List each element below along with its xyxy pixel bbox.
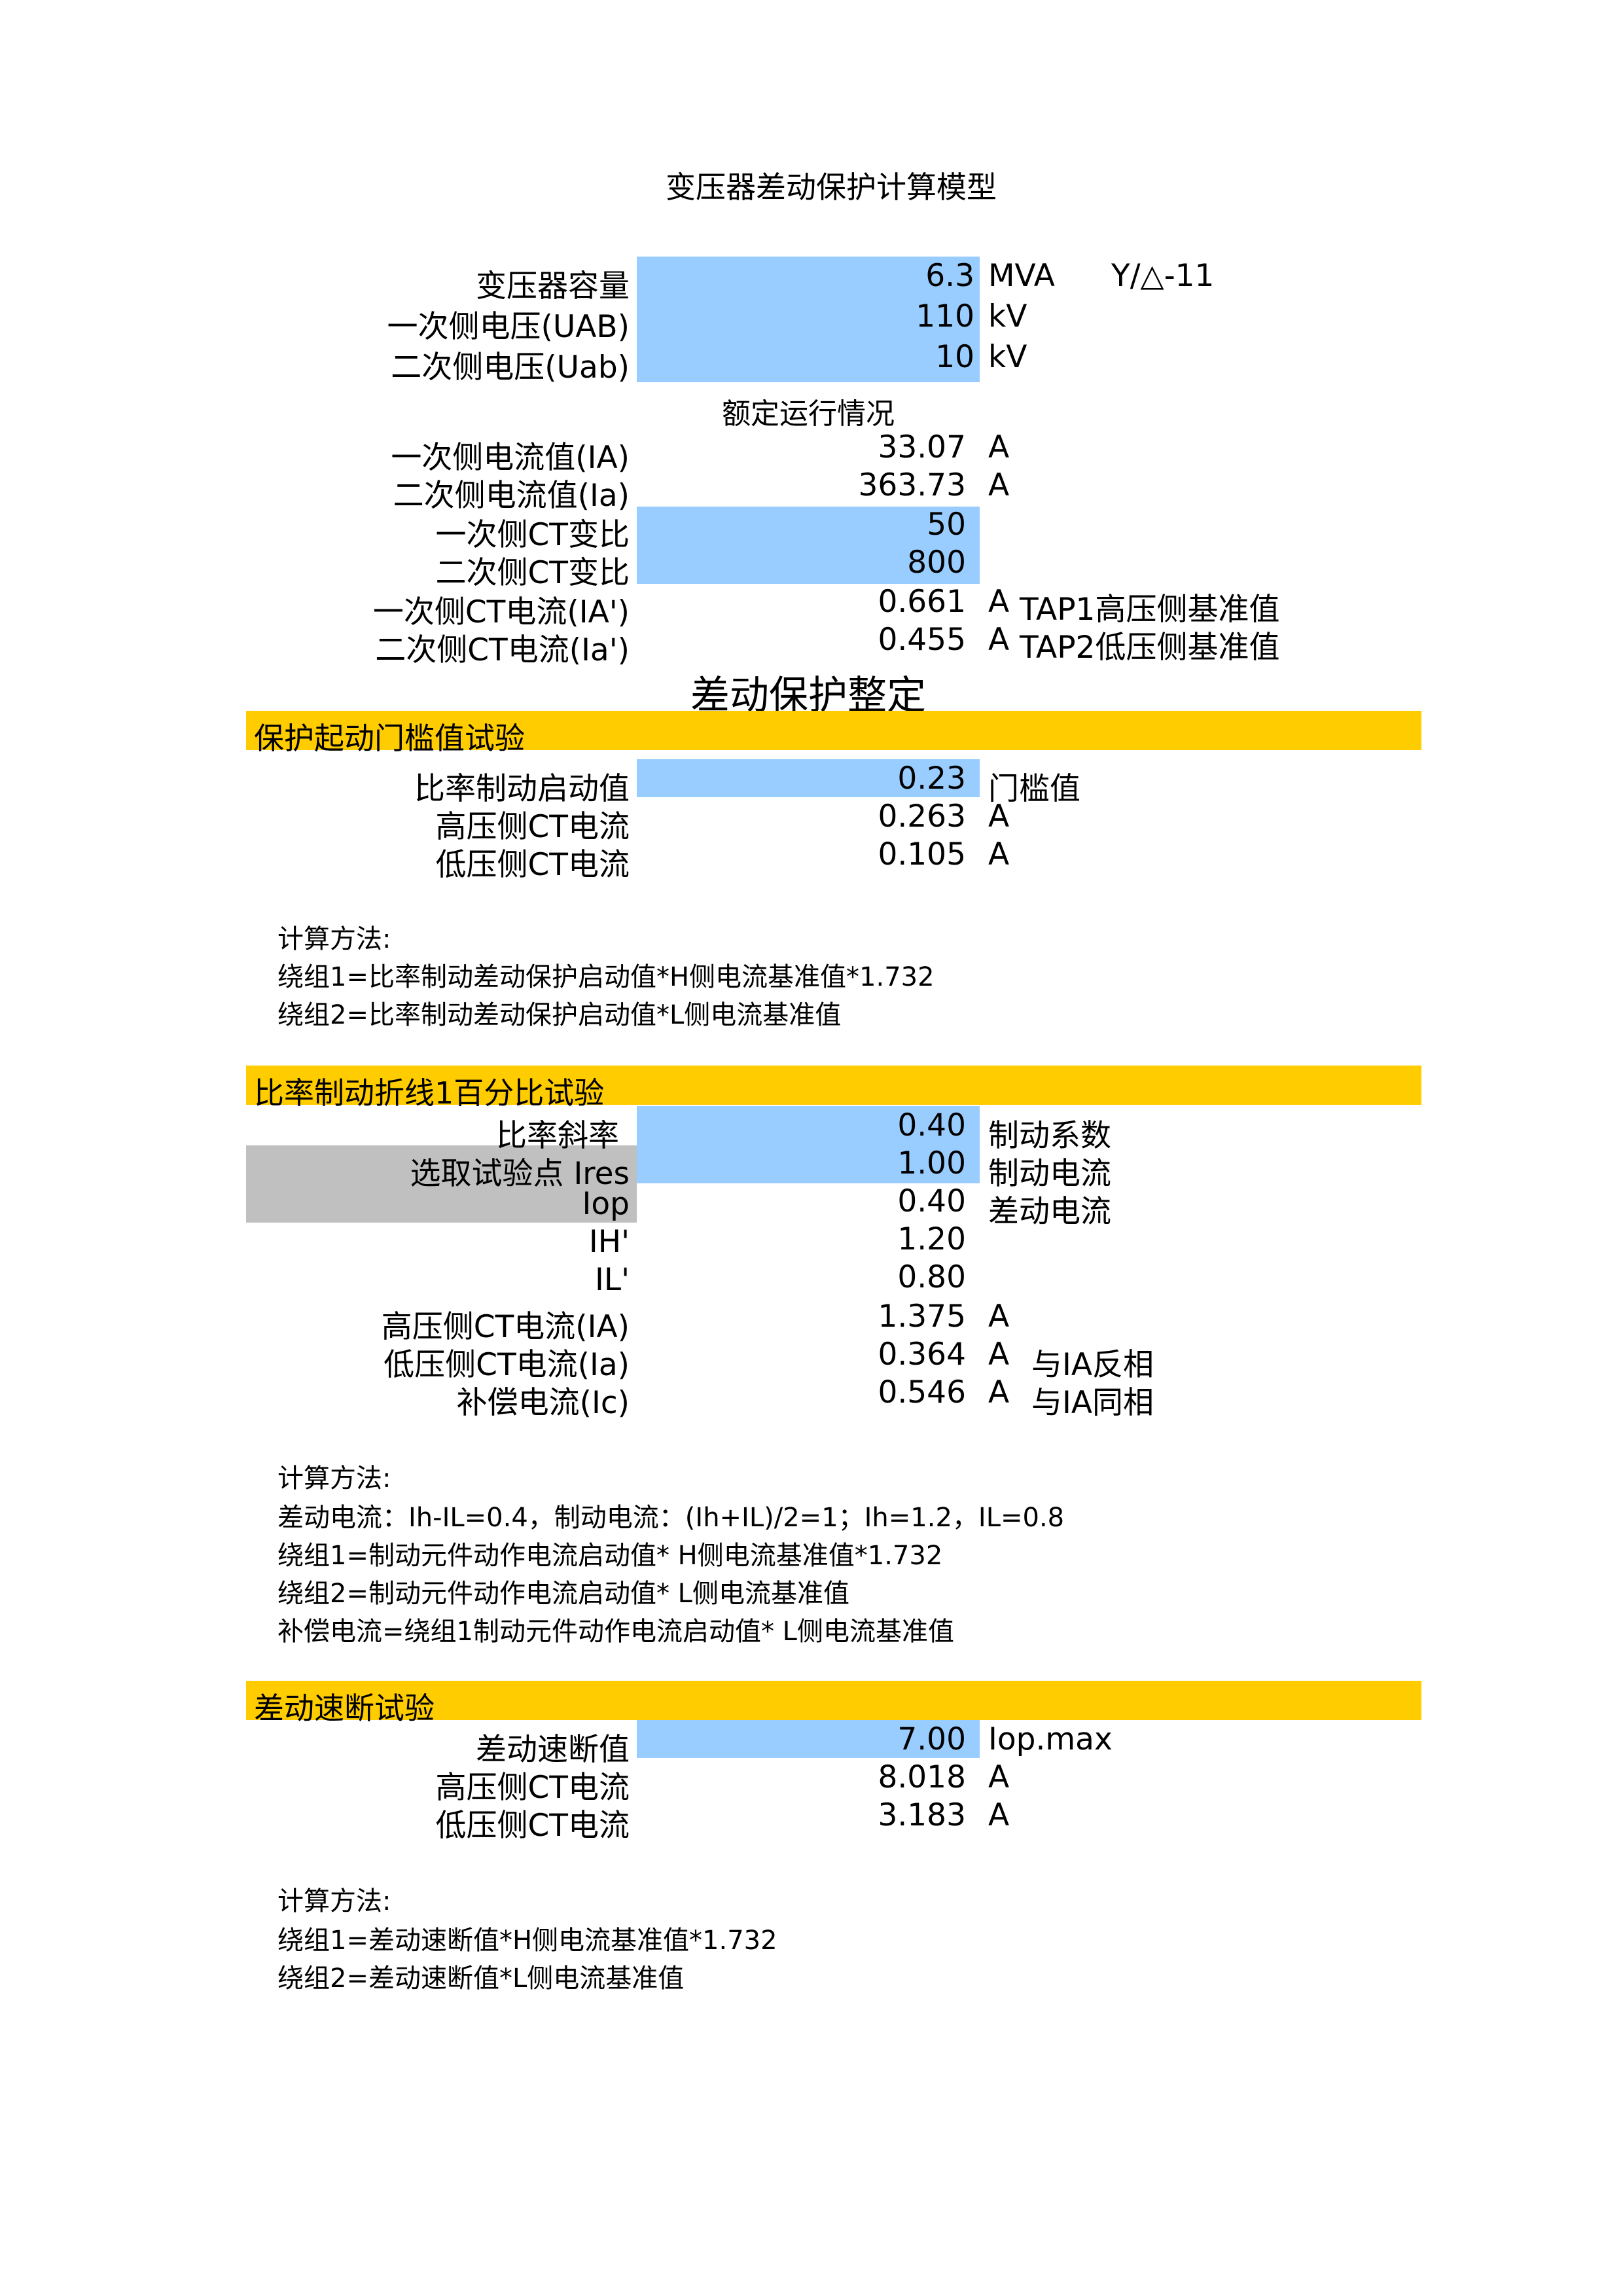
cti1-note: TAP1高压侧基准值 <box>1020 592 1280 628</box>
s2-hv-unit: A <box>988 1299 1010 1335</box>
iop-value: 0.40 <box>897 1183 966 1219</box>
ia2-label: 二次侧电流值(Ia) <box>393 478 630 514</box>
capacity-unit: MVA <box>988 258 1055 294</box>
s2-lv-unit: A <box>988 1336 1010 1372</box>
s2-lv-note: 与IA反相 <box>1031 1347 1154 1383</box>
ia-label: 一次侧电流值(IA) <box>391 440 630 476</box>
s1-hv-label: 高压侧CT电流 <box>435 809 630 845</box>
s3-hv-unit: A <box>988 1759 1010 1795</box>
iop-note: 差动电流 <box>988 1194 1111 1230</box>
quick-label: 差动速断值 <box>476 1732 630 1768</box>
ic-label: 补偿电流(Ic) <box>456 1385 630 1421</box>
ic-note: 与IA同相 <box>1031 1385 1154 1421</box>
s2-hv-value: 1.375 <box>878 1299 966 1335</box>
s1-method-heading: 计算方法: <box>277 924 391 954</box>
connection-group: Y/△-11 <box>1111 258 1215 294</box>
s3-method-heading: 计算方法: <box>277 1886 391 1916</box>
s1-lv-label: 低压侧CT电流 <box>435 847 630 883</box>
s2-lv-label: 低压侧CT电流(Ia) <box>383 1347 630 1383</box>
test-point-selector-block <box>246 1145 637 1223</box>
ct2-value[interactable]: 800 <box>907 545 966 581</box>
rated-heading: 额定运行情况 <box>722 397 895 431</box>
ic-unit: A <box>988 1374 1010 1410</box>
ires-note: 制动电流 <box>988 1156 1111 1192</box>
s1-method-line: 绕组2=比率制动差动保护启动值*L侧电流基准值 <box>277 1000 842 1030</box>
capacity-value[interactable]: 6.3 <box>925 258 974 294</box>
cti2-label: 二次侧CT电流(Ia') <box>375 632 630 668</box>
uab-label: 一次侧电压(UAB) <box>387 309 630 345</box>
slope-note: 制动系数 <box>988 1118 1111 1154</box>
cti2-note: TAP2低压侧基准值 <box>1020 630 1280 666</box>
ires-label: 选取试验点 Ires <box>410 1156 630 1192</box>
il-value: 0.80 <box>897 1259 966 1295</box>
quick-note: Iop.max <box>988 1721 1113 1757</box>
slope-value[interactable]: 0.40 <box>897 1107 966 1143</box>
cti2-unit: A <box>988 622 1010 658</box>
section1-header: 保护起动门槛值试验 <box>246 711 1421 756</box>
uab2-label: 二次侧电压(Uab) <box>391 350 630 386</box>
ia2-value: 363.73 <box>858 467 966 503</box>
cti1-value: 0.661 <box>878 584 966 620</box>
start-note: 门槛值 <box>988 771 1080 807</box>
uab-unit: kV <box>988 298 1027 334</box>
slope-label: 比率斜率 <box>496 1118 619 1154</box>
ct2-label: 二次侧CT变比 <box>435 555 630 591</box>
cti1-label: 一次侧CT电流(IA') <box>372 594 630 630</box>
section2-title: 比率制动折线1百分比试验 <box>254 1075 605 1111</box>
s2-method-heading: 计算方法: <box>277 1463 391 1494</box>
s1-hv-unit: A <box>988 798 1010 834</box>
s2-method-line: 差动电流：Ih-IL=0.4，制动电流：(Ih+IL)/2=1；Ih=1.2，I… <box>277 1503 1065 1533</box>
ct1-value[interactable]: 50 <box>927 507 966 543</box>
start-label: 比率制动启动值 <box>414 771 630 807</box>
s3-method-line: 绕组2=差动速断值*L侧电流基准值 <box>277 1964 685 1994</box>
s1-hv-value: 0.263 <box>878 798 966 834</box>
s2-hv-label: 高压侧CT电流(IA) <box>381 1309 630 1345</box>
uab-value[interactable]: 110 <box>916 298 974 334</box>
uab2-value[interactable]: 10 <box>935 339 974 375</box>
ct-ratio-input-block <box>637 507 980 584</box>
il-label: IL' <box>595 1262 630 1298</box>
start-input-cell <box>637 759 980 797</box>
section3-title: 差动速断试验 <box>254 1691 435 1726</box>
ic-value: 0.546 <box>878 1374 966 1410</box>
s3-hv-label: 高压侧CT电流 <box>435 1770 630 1806</box>
iop-label: Iop <box>582 1186 630 1222</box>
ih-label: IH' <box>588 1224 630 1260</box>
s3-lv-value: 3.183 <box>878 1797 966 1833</box>
page-title: 变压器差动保护计算模型 <box>666 170 997 205</box>
section1-title: 保护起动门槛值试验 <box>254 721 525 756</box>
ia-unit: A <box>988 429 1010 465</box>
start-value[interactable]: 0.23 <box>897 761 966 797</box>
s3-lv-label: 低压侧CT电流 <box>435 1808 630 1844</box>
uab2-unit: kV <box>988 339 1027 375</box>
s1-lv-value: 0.105 <box>878 836 966 872</box>
quick-input-cell <box>637 1720 980 1758</box>
capacity-label: 变压器容量 <box>476 268 630 304</box>
s1-method-line: 绕组1=比率制动差动保护启动值*H侧电流基准值*1.732 <box>277 962 935 992</box>
s2-method-line: 绕组2=制动元件动作电流启动值* L侧电流基准值 <box>277 1579 849 1609</box>
ct1-label: 一次侧CT变比 <box>435 517 630 553</box>
cti2-value: 0.455 <box>878 622 966 658</box>
s2-method-line: 绕组1=制动元件动作电流启动值* H侧电流基准值*1.732 <box>277 1541 943 1571</box>
ia2-unit: A <box>988 467 1010 503</box>
section3-header: 差动速断试验 <box>246 1681 1421 1726</box>
s3-lv-unit: A <box>988 1797 1010 1833</box>
cti1-unit: A <box>988 584 1010 620</box>
s2-method-line: 补偿电流=绕组1制动元件动作电流启动值* L侧电流基准值 <box>277 1617 954 1647</box>
ia-value: 33.07 <box>878 429 966 465</box>
s3-hv-value: 8.018 <box>878 1759 966 1795</box>
slope-input-block <box>637 1106 980 1183</box>
s3-method-line: 绕组1=差动速断值*H侧电流基准值*1.732 <box>277 1926 777 1956</box>
quick-value[interactable]: 7.00 <box>897 1721 966 1757</box>
section2-header: 比率制动折线1百分比试验 <box>246 1066 1421 1111</box>
s2-lv-value: 0.364 <box>878 1336 966 1372</box>
ih-value: 1.20 <box>897 1221 966 1257</box>
ires-value[interactable]: 1.00 <box>897 1145 966 1181</box>
input-cell-block <box>637 257 980 382</box>
s1-lv-unit: A <box>988 836 1010 872</box>
